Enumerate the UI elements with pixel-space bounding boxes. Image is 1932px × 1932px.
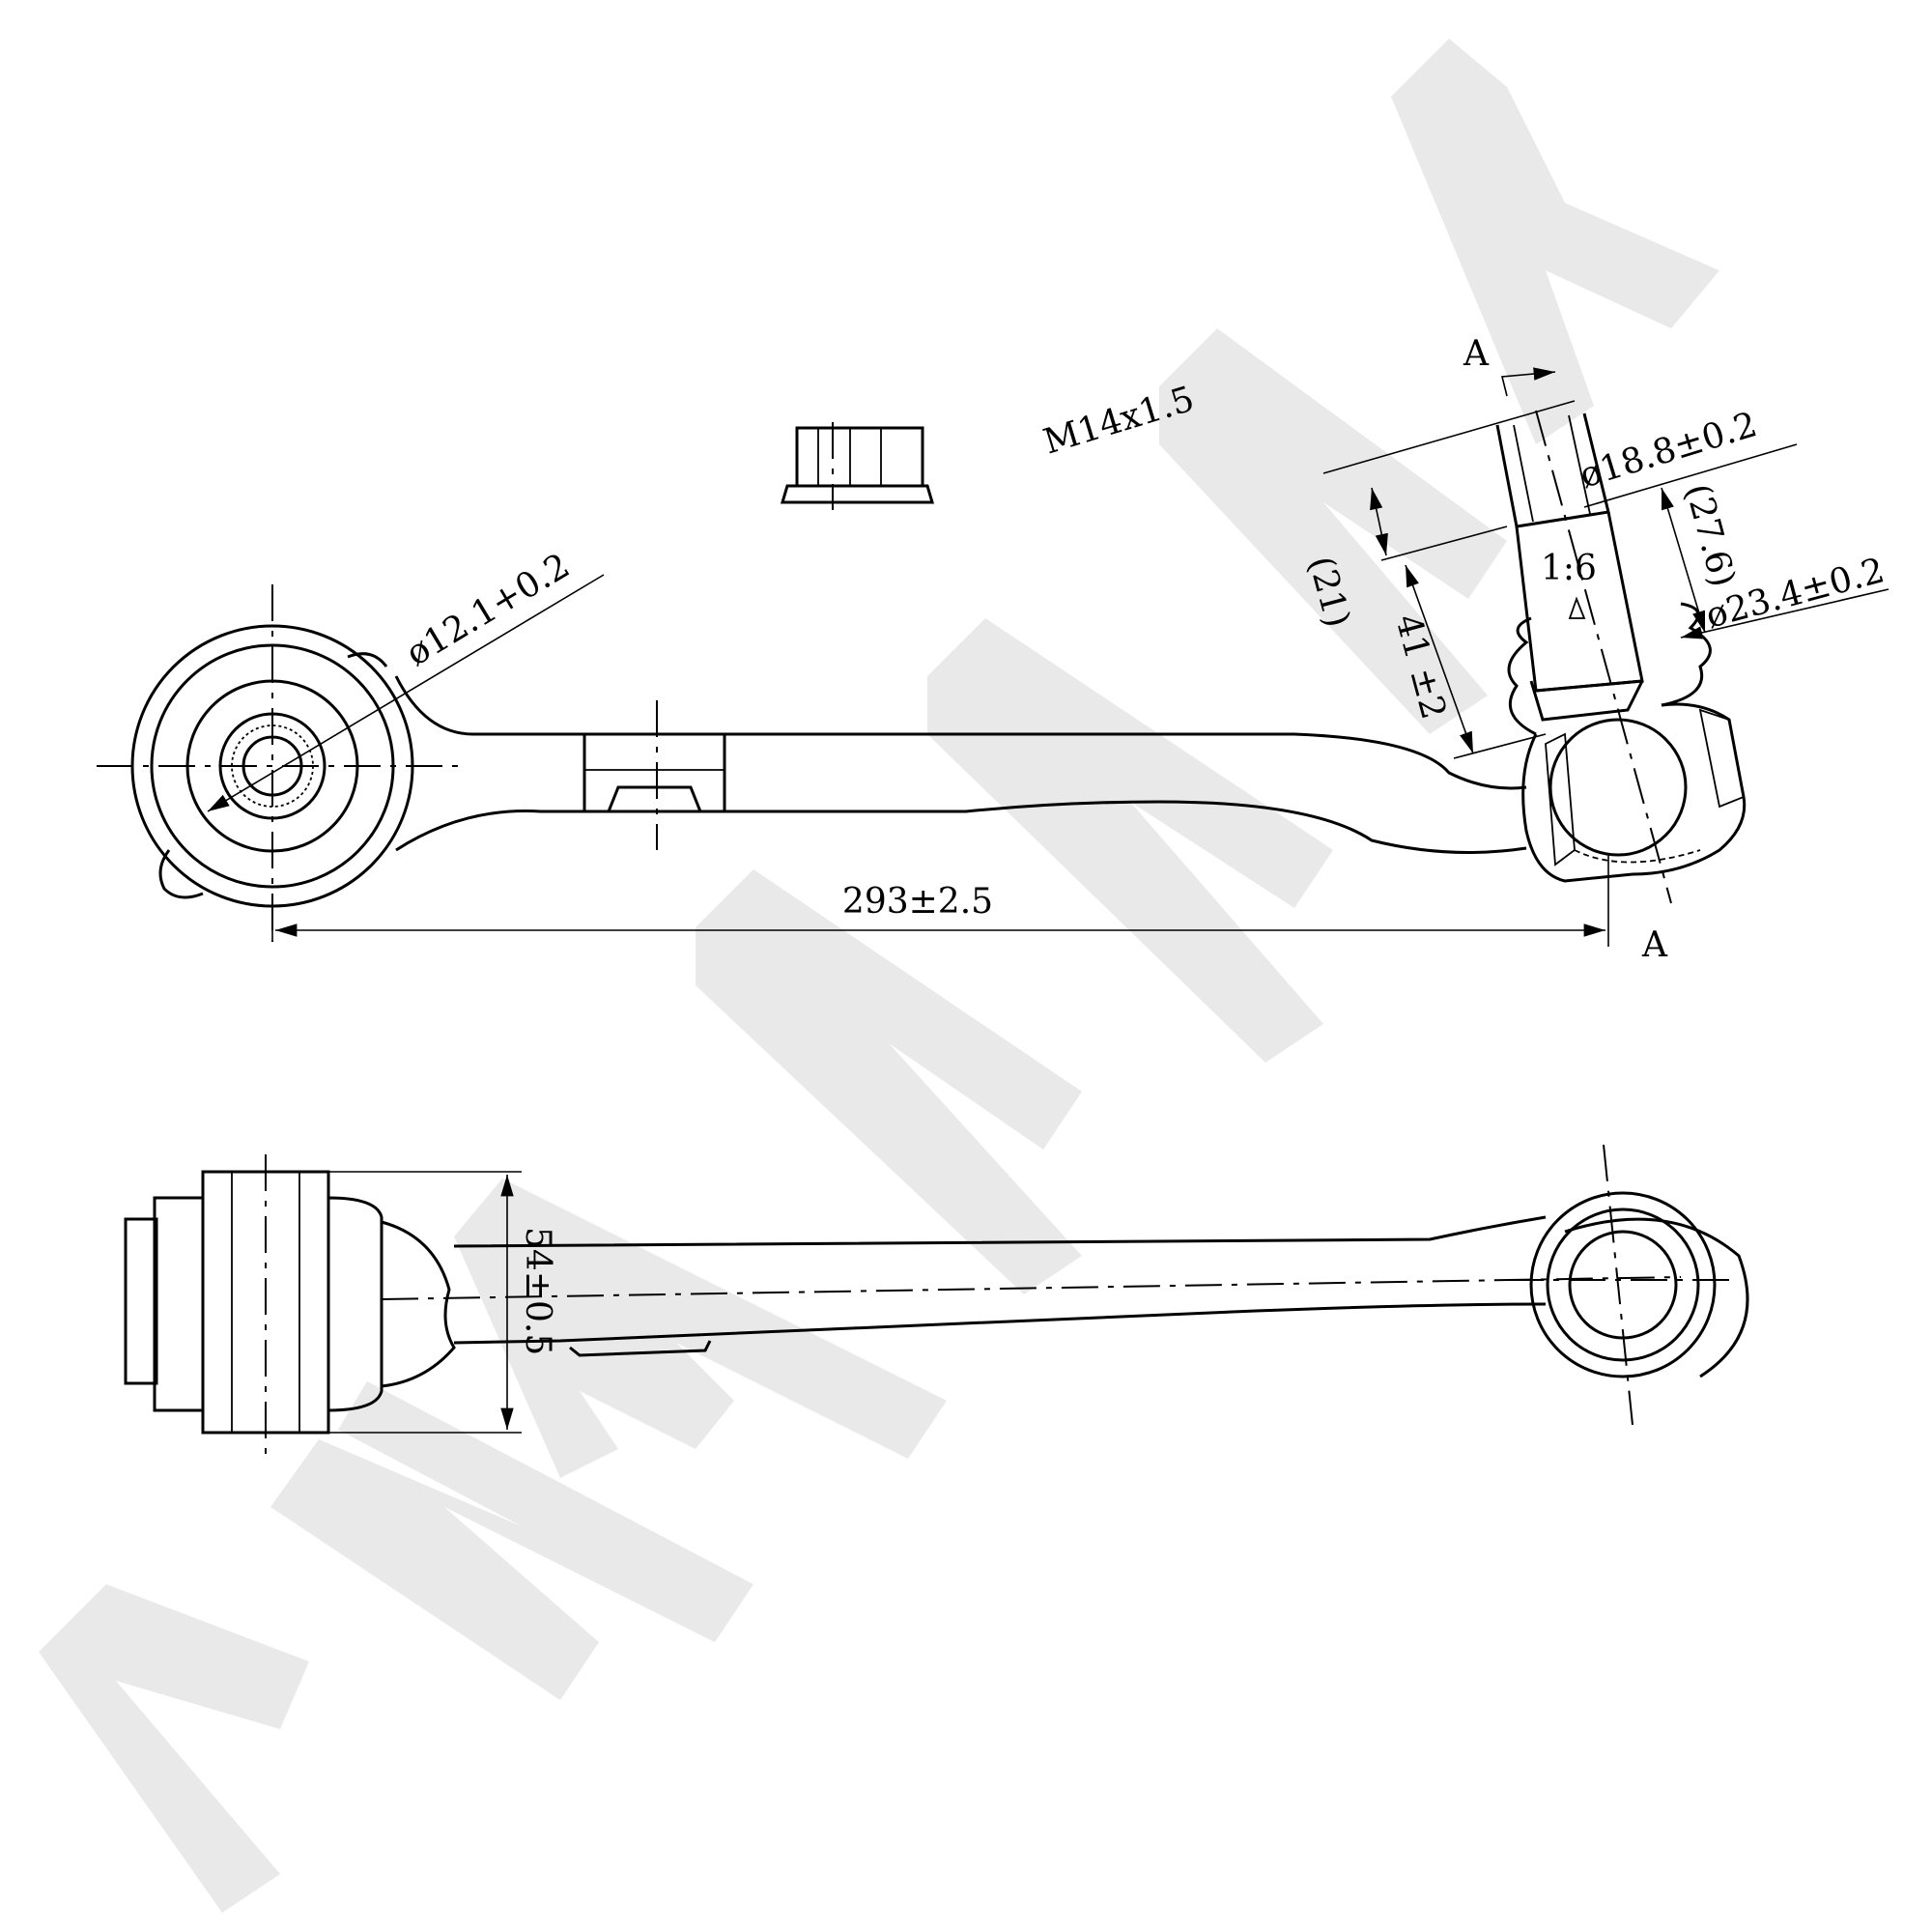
bushing-washer	[124, 1217, 158, 1385]
nut-flange	[780, 484, 935, 504]
arm-top-edge	[394, 675, 1527, 790]
housing-flange	[1564, 1217, 1749, 1378]
dim-overall-length: 293±2.5	[842, 882, 993, 922]
arm-upper-edge	[453, 1215, 1547, 1248]
housing-section-right	[1698, 708, 1746, 809]
stud-axis	[1535, 410, 1672, 904]
arm-notch	[569, 1340, 712, 1357]
arm-centerline	[381, 1276, 1682, 1300]
tapered-stud	[1515, 511, 1644, 693]
dust-boot-left	[1507, 616, 1537, 736]
dim-27-6-line	[1661, 487, 1706, 634]
ball-seat	[1574, 849, 1701, 864]
boss-pad	[607, 785, 702, 812]
eye-lug-top	[347, 652, 388, 668]
housing-outer	[1529, 1191, 1717, 1378]
section-label-bottom: A	[1641, 925, 1668, 965]
nut-section	[796, 427, 819, 487]
arm-mid-boss	[582, 732, 726, 813]
arm-eye-section	[380, 1220, 456, 1388]
sleeve-wall-left	[202, 1171, 233, 1434]
dust-boot-right	[1661, 602, 1712, 707]
dim-bush-bore: ø12.1+0.2	[400, 546, 577, 674]
ext-41-bottom	[1453, 733, 1547, 759]
threaded-end	[1495, 412, 1610, 528]
thread-line-right	[1568, 414, 1591, 515]
bottom-view: 54±0.5	[124, 1144, 1749, 1454]
eye-lug-bottom	[158, 849, 204, 899]
sleeve-wall-right	[298, 1171, 329, 1434]
dim-21-line	[1370, 487, 1388, 556]
flange-nut-detail	[780, 422, 935, 510]
leader-ball-dia	[1680, 588, 1889, 639]
watermark-logo	[39, 39, 1719, 1913]
ball-stud-ball	[1548, 718, 1688, 857]
dim-bush-width: 54±0.5	[518, 1227, 557, 1355]
dim-41-line	[1405, 564, 1474, 754]
ext-thread-bottom	[1380, 526, 1508, 561]
section-label-top: A	[1463, 334, 1490, 374]
housing-bore	[1568, 1230, 1678, 1340]
stud-neck	[1529, 680, 1644, 722]
housing-center-v	[1603, 1144, 1634, 1426]
taper-arrow	[1568, 596, 1586, 619]
stud-collar	[1535, 679, 1643, 693]
thread-line-left	[1513, 424, 1534, 523]
ext-thread-top	[1322, 400, 1576, 474]
nut-hex-body	[795, 426, 924, 488]
rubber-right	[327, 1196, 384, 1412]
rubber-left	[153, 1196, 205, 1412]
section-arrow-top	[1500, 367, 1556, 397]
arm-lower-edge	[453, 1302, 1547, 1345]
leader-bush-bore	[207, 574, 605, 812]
taper-ratio: 1:6	[1541, 549, 1597, 588]
housing-inner	[1546, 1208, 1700, 1362]
ext-stud-dia	[1583, 443, 1798, 508]
arm-bottom-edge	[395, 800, 1527, 854]
